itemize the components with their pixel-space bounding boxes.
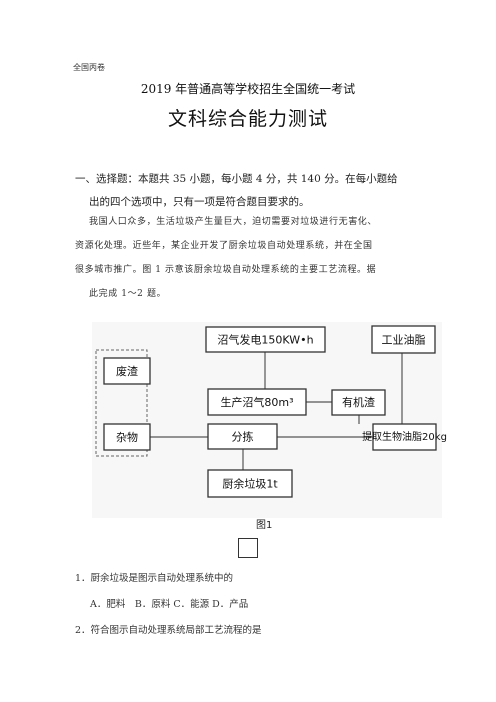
node-residue-label: 废渣 [116, 364, 138, 378]
node-impurities-label: 杂物 [116, 430, 138, 444]
instruction-line-1: 一、选择题：本题共 35 小题，每小题 4 分，共 140 分。在每小题给 [75, 173, 398, 185]
node-biogas-production-label: 生产沼气80m³ [220, 395, 293, 409]
node-sorting [207, 423, 278, 450]
question-1: 1．厨余垃圾是图示自动处理系统中的 [75, 573, 234, 584]
diagram-connectors [140, 352, 403, 470]
passage-line-3: 很多城市推广。图 1 示意该厨余垃圾自动处理系统的主要工艺流程。据 [75, 265, 377, 275]
exam-subtitle: 文科综合能力测试 [167, 108, 328, 130]
passage: 我国人口众多，生活垃圾产生量巨大，迫切需要对垃圾进行无害化、 资源化处理。近些年… [75, 210, 435, 306]
node-residue [103, 357, 151, 385]
passage-line-4: 此完成 1～2 题。 [89, 289, 167, 299]
node-kitchen-waste [207, 469, 293, 498]
residue-group-outline [95, 349, 148, 457]
node-bio-oil [372, 423, 437, 451]
node-industrial-oil-label: 工业油脂 [382, 333, 426, 347]
node-biogas-power-label: 沼气发电150KW•h [217, 333, 313, 347]
node-sorting-label: 分拣 [232, 430, 254, 444]
figure-placeholder-box [238, 538, 258, 558]
passage-line-2: 资源化处理。近些年，某企业开发了厨余垃圾自动处理系统，并在全国 [75, 241, 373, 251]
instruction-line-2: 出的四个选项中，只有一项是符合题目要求的。 [89, 196, 310, 208]
node-organic-residue-label: 有机渣 [342, 395, 375, 409]
paper-tag: 全国丙卷 [73, 63, 105, 72]
figure-caption: 图1 [256, 520, 273, 531]
node-kitchen-waste-label: 厨余垃圾1t [222, 477, 278, 491]
node-biogas-production [207, 388, 307, 416]
node-bio-oil-label: 提取生物油脂20kg [362, 430, 447, 443]
node-impurities [103, 423, 151, 451]
node-industrial-oil [371, 325, 436, 354]
question-2: 2．符合图示自动处理系统局部工艺流程的是 [75, 625, 262, 636]
section-instruction: 一、选择题：本题共 35 小题，每小题 4 分，共 140 分。在每小题给 出的… [75, 168, 435, 214]
exam-title: 2019 年普通高等学校招生全国统一考试 [140, 82, 356, 96]
node-organic-residue [331, 389, 386, 416]
passage-line-1: 我国人口众多，生活垃圾产生量巨大，迫切需要对垃圾进行无害化、 [89, 217, 378, 227]
node-biogas-power [205, 326, 326, 353]
question-1-options: A．肥料 B．原料 C．能源 D．产品 [90, 599, 249, 610]
